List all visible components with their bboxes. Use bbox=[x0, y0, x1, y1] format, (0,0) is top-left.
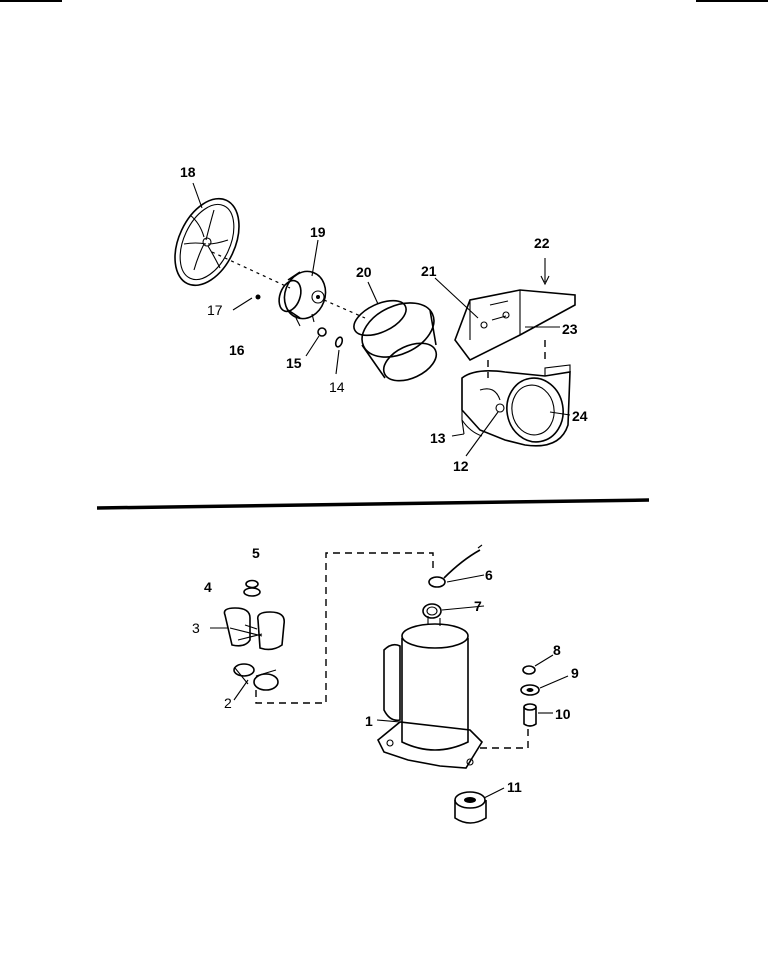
callout-9: 9 bbox=[571, 665, 579, 681]
motor-to-wheel-axis bbox=[323, 299, 366, 319]
retaining-ring bbox=[422, 603, 442, 619]
compressor-body bbox=[376, 616, 484, 769]
callout-12: 12 bbox=[453, 458, 469, 474]
callout-20: 20 bbox=[356, 264, 372, 280]
callout-21: 21 bbox=[421, 263, 437, 279]
callout-3: 3 bbox=[192, 620, 200, 636]
blower-housing bbox=[461, 364, 571, 447]
callout-2: 2 bbox=[224, 695, 232, 711]
callout-18: 18 bbox=[180, 164, 196, 180]
callout-7: 7 bbox=[474, 598, 482, 614]
terminal-gasket bbox=[233, 663, 279, 691]
callout-5: 5 bbox=[252, 545, 260, 561]
screw-17 bbox=[255, 294, 261, 300]
spacer-10 bbox=[523, 703, 537, 727]
callout-24: 24 bbox=[572, 408, 588, 424]
leader-lines bbox=[192, 182, 571, 799]
callout-1: 1 bbox=[365, 713, 373, 729]
callout-19: 19 bbox=[310, 224, 326, 240]
callout-11: 11 bbox=[507, 779, 522, 795]
blower-motor bbox=[278, 270, 327, 327]
overload-protector bbox=[428, 544, 483, 588]
callout-14: 14 bbox=[329, 379, 345, 395]
grommet-11 bbox=[454, 791, 487, 824]
mounting-bracket bbox=[454, 289, 576, 362]
fan-guard-plate bbox=[174, 197, 240, 287]
nut-8 bbox=[522, 665, 536, 675]
blower-wheel bbox=[353, 299, 438, 382]
callout-22: 22 bbox=[534, 235, 550, 251]
callout-13: 13 bbox=[430, 430, 446, 446]
callout-8: 8 bbox=[553, 642, 561, 658]
terminal-cover bbox=[223, 607, 286, 651]
gasket-route-line bbox=[255, 552, 434, 704]
callout-15: 15 bbox=[286, 355, 302, 371]
guard-to-motor-axis bbox=[211, 251, 291, 289]
callout-10: 10 bbox=[555, 706, 571, 722]
callout-4: 4 bbox=[204, 579, 212, 595]
callout-23: 23 bbox=[562, 321, 578, 337]
clip-14 bbox=[334, 336, 344, 348]
callout-6: 6 bbox=[485, 567, 493, 583]
washer-4 bbox=[243, 579, 261, 597]
callout-16: 16 bbox=[229, 342, 245, 358]
base-route-line bbox=[480, 728, 529, 749]
callout-17: 17 bbox=[207, 302, 223, 318]
nut-15 bbox=[317, 327, 327, 337]
section-divider bbox=[96, 498, 650, 510]
washer-9 bbox=[520, 684, 540, 696]
